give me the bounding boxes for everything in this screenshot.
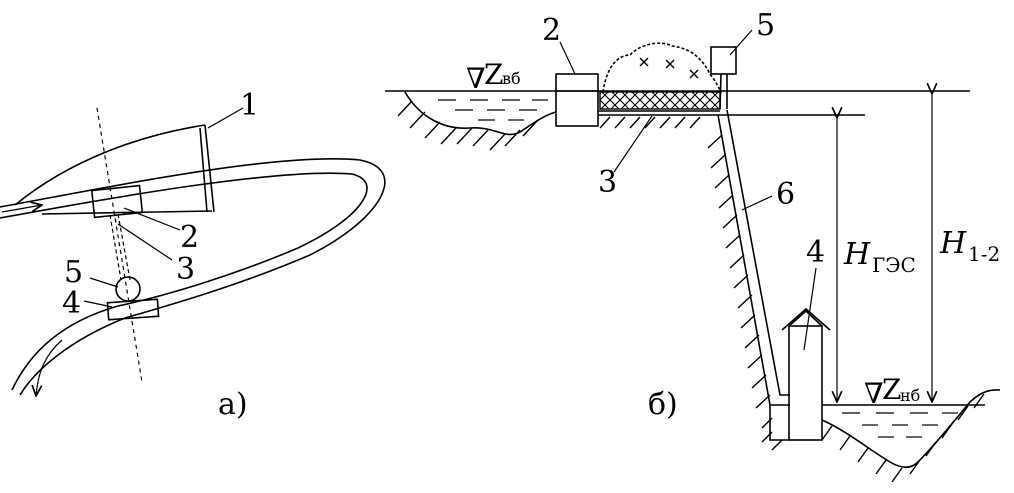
panel-a: 1 2 3 5 4 а): [0, 88, 386, 422]
tunnel-band: [599, 91, 721, 110]
powerhouse-b4: [788, 325, 823, 441]
tailrace-hatch: [821, 393, 985, 483]
caption-b: б): [648, 387, 678, 422]
label-a-3: 3: [176, 252, 195, 287]
upper-level-symbol: ∇: [466, 62, 486, 95]
head-plant-subscript: ГЭС: [872, 253, 916, 277]
label-a-1: 1: [240, 88, 259, 123]
dam-face-inner: [199, 127, 208, 213]
surge-tank-pipe-l: [719, 73, 722, 110]
powerhouse-box-4: [106, 298, 160, 321]
head-total-subscript: 1-2: [968, 242, 1000, 266]
label-b-3: 3: [598, 165, 617, 200]
label-a-5: 5: [64, 255, 83, 290]
leader-b5: [729, 29, 753, 56]
tunnel-dash-b: [117, 213, 131, 281]
river-outer-bank: [0, 157, 386, 396]
lower-level-subscript: нб: [900, 386, 920, 405]
powerhouse-roof: [781, 307, 831, 331]
upper-level-letter: Z: [484, 58, 503, 91]
label-b-4: 4: [806, 235, 825, 270]
leader-b4: [803, 267, 817, 351]
hill-outline: [602, 42, 723, 93]
leader-5: [89, 277, 119, 288]
reservoir-basin: [404, 91, 557, 136]
label-b-6: 6: [776, 177, 795, 212]
surge-tank-b5: [710, 46, 737, 75]
leader-b2: [559, 41, 576, 75]
station-base-hatch: [761, 417, 783, 451]
leader-4: [83, 300, 113, 308]
leader-2: [123, 207, 181, 231]
station-base: [769, 405, 790, 441]
dam-face-outer: [204, 124, 215, 213]
label-a-2: 2: [180, 220, 199, 255]
river-inner-bank: [0, 172, 368, 391]
surge-tank-5: [115, 276, 141, 302]
intake-box-b2: [555, 73, 599, 127]
caption-a: а): [218, 387, 248, 422]
head-plant-letter: H: [843, 237, 871, 272]
lower-level-letter: Z: [882, 373, 901, 406]
pipe-3-hatch: [599, 116, 701, 129]
dam-axis-line: [96, 107, 143, 383]
reservoir-water-dashes: [438, 99, 548, 121]
reservoir-lower-edge: [41, 210, 213, 215]
outflow-arrow: [36, 339, 63, 396]
panel-b: ∇ Z вб: [385, 8, 1000, 483]
leader-1: [207, 107, 244, 129]
head-total-letter: H: [939, 226, 967, 261]
label-b-2: 2: [542, 13, 561, 48]
penstock-6-inner: [726, 109, 790, 396]
intake-box-2: [90, 184, 144, 219]
upper-level-subscript: вб: [502, 69, 521, 88]
reservoir-upper-edge: [14, 124, 206, 206]
powerhouse-roof-inner: [788, 309, 823, 327]
hill-hatch: [639, 57, 699, 79]
inflow-arrow: [1, 205, 42, 213]
tailrace-water-dashes: [842, 412, 958, 438]
lower-level-symbol: ∇: [864, 377, 884, 410]
leader-b6: [741, 195, 773, 211]
tunnel-dash-a: [109, 214, 122, 281]
leader-3: [117, 223, 173, 261]
label-b-5: 5: [756, 8, 775, 43]
slope-hatch: [707, 134, 771, 409]
leader-b3: [613, 115, 653, 173]
reservoir-basin-hatch: [397, 100, 539, 151]
label-a-4: 4: [62, 286, 81, 321]
